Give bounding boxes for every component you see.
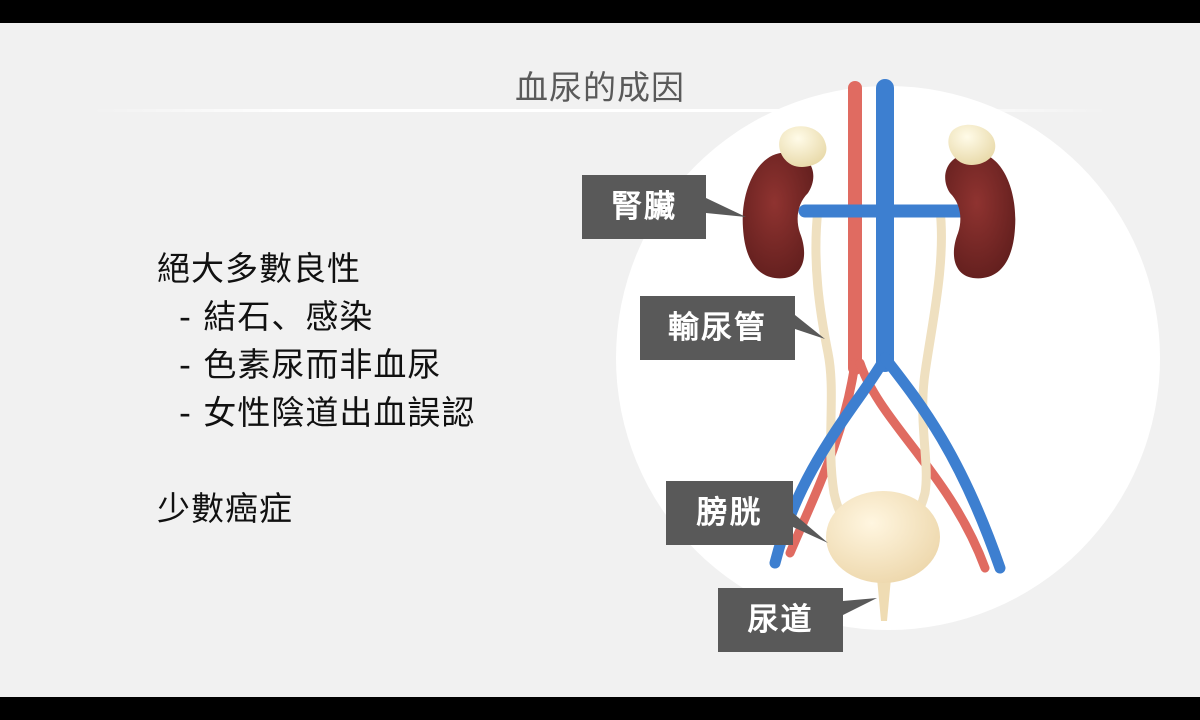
benign-item-pigmenturia: - 色素尿而非血尿 [179,345,442,384]
cancer-heading: 少數癌症 [157,489,293,528]
slide: 血尿的成因 絕大多數良性 - 結石、感染 - 色素尿而非血尿 - 女性陰道出血誤… [0,23,1200,697]
label-kidney: 腎臟 [582,175,706,239]
label-urethra: 尿道 [718,588,843,652]
urinary-system-diagram [616,79,1160,630]
vein [769,79,1006,574]
slide-title: 血尿的成因 [515,68,685,107]
left-kidney [742,126,827,279]
benign-heading: 絕大多數良性 [157,249,361,288]
urethra-tube [877,578,891,621]
right-kidney [945,124,1016,279]
bladder [826,491,940,621]
label-bladder: 膀胱 [666,481,793,545]
benign-item-vaginal-bleeding: - 女性陰道出血誤認 [179,393,476,432]
label-pointers [706,198,877,615]
title-divider [90,109,1110,112]
cause-list: 絕大多數良性 - 結石、感染 - 色素尿而非血尿 - 女性陰道出血誤認 少數癌症 [157,245,475,533]
benign-item-stones: - 結石、感染 [179,297,374,336]
label-ureter: 輸尿管 [640,296,795,360]
